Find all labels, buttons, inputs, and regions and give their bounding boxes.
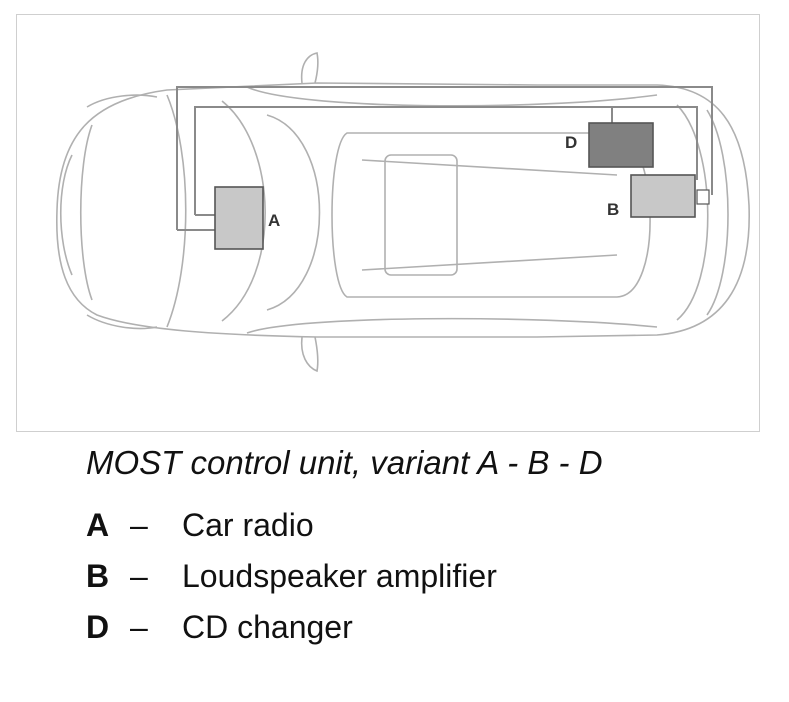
car-body-outline <box>55 52 750 373</box>
legend-dash: – <box>130 507 148 543</box>
legend-letter: B <box>86 558 110 594</box>
label-a: A <box>268 211 280 230</box>
most-wiring <box>176 86 713 231</box>
legend-letter: A <box>86 507 110 543</box>
label-b: B <box>607 200 619 219</box>
legend-row-a: A – Car radio <box>86 500 497 551</box>
module-b-amplifier <box>630 174 696 218</box>
legend-dash: – <box>130 609 148 645</box>
legend-text: Loudspeaker amplifier <box>182 558 497 594</box>
legend-letter: D <box>86 609 110 645</box>
module-d-cd-changer <box>588 122 654 168</box>
figure-caption: MOST control unit, variant A - B - D <box>86 444 603 481</box>
legend-dash: – <box>130 558 148 594</box>
legend-row-d: D – CD changer <box>86 602 497 653</box>
legend-row-b: B – Loudspeaker amplifier <box>86 551 497 602</box>
legend: A – Car radio B – Loudspeaker amplifier … <box>86 500 497 653</box>
diagram-frame: A B D <box>16 14 760 432</box>
label-d: D <box>565 133 577 152</box>
connector-block <box>696 189 710 205</box>
car-topview-diagram: A B D <box>55 52 750 373</box>
legend-text: CD changer <box>182 609 353 645</box>
legend-text: Car radio <box>182 507 314 543</box>
module-a-car-radio <box>214 186 264 250</box>
